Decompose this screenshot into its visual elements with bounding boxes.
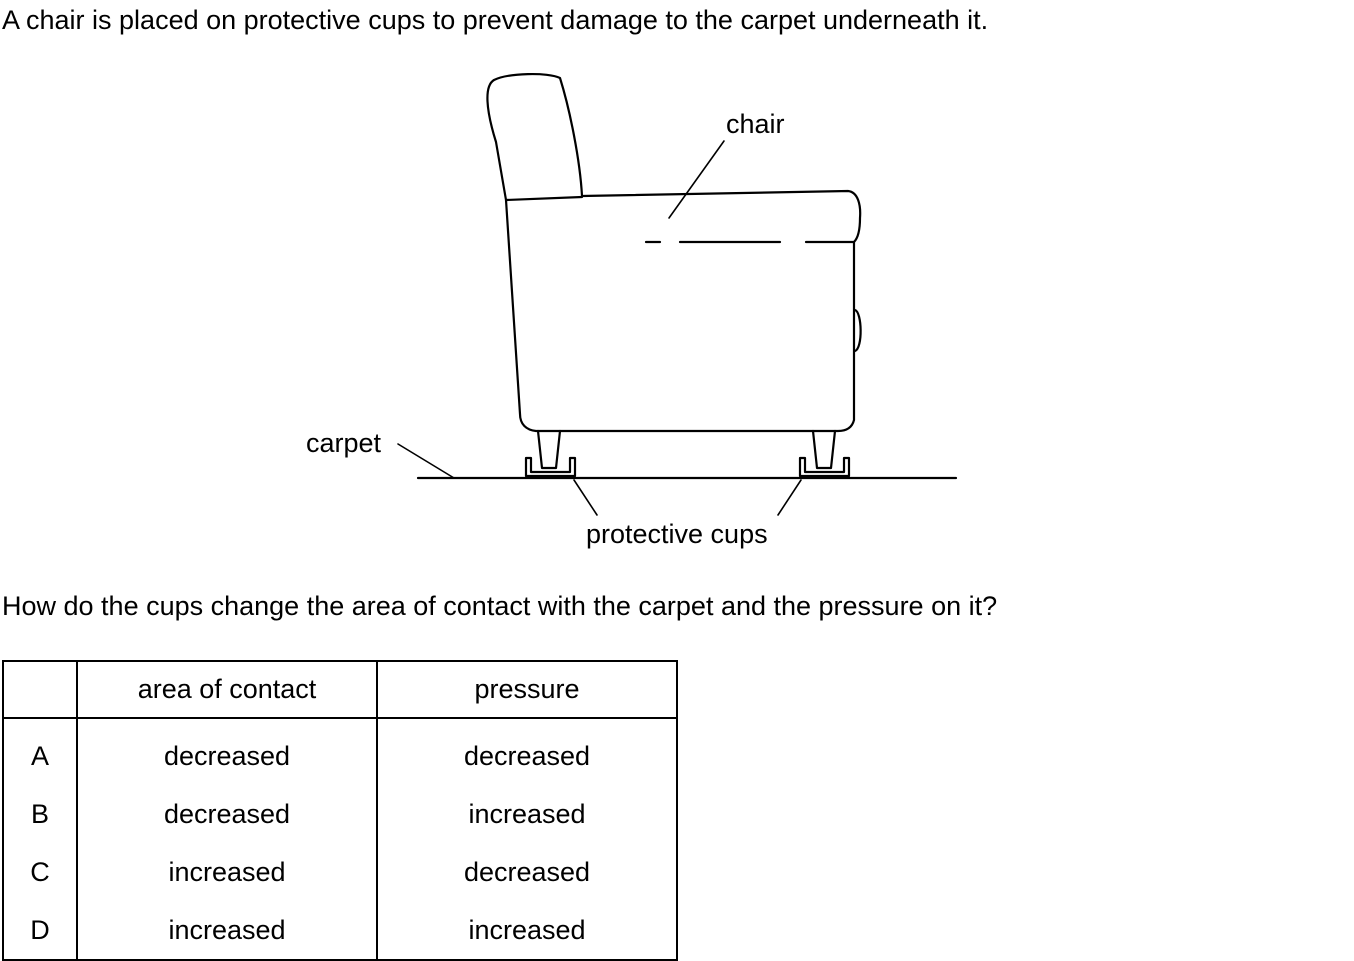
- table-row: A decreased decreased: [2, 718, 678, 785]
- question-text: How do the cups change the area of conta…: [2, 591, 998, 621]
- table-row: B decreased increased: [2, 785, 678, 843]
- cup-leader-back: [777, 479, 802, 516]
- pressure-cell: increased: [376, 785, 678, 843]
- pressure-cell: increased: [376, 901, 678, 961]
- carpet-leader: [397, 443, 455, 479]
- chair-diagram: chair carpet protective cups: [306, 72, 958, 549]
- pressure-cell: decreased: [376, 718, 678, 785]
- carpet-label: carpet: [306, 428, 382, 458]
- area-cell: increased: [76, 843, 378, 901]
- back-cup: [798, 456, 851, 478]
- table-header-row: area of contact pressure: [2, 660, 678, 719]
- option-letter: B: [2, 785, 78, 843]
- intro-text: A chair is placed on protective cups to …: [2, 5, 989, 35]
- back-leg: [811, 429, 837, 470]
- chair-label: chair: [726, 109, 785, 139]
- option-letter: D: [2, 901, 78, 961]
- seat-seam: [504, 195, 584, 202]
- chair-outline: [486, 72, 862, 433]
- cups-label: protective cups: [586, 519, 768, 549]
- answer-table: area of contact pressure A decreased dec…: [2, 660, 678, 961]
- table-row: C increased decreased: [2, 843, 678, 901]
- table-row: D increased increased: [2, 901, 678, 961]
- chair-leader: [668, 140, 725, 219]
- header-area-of-contact: area of contact: [76, 660, 378, 719]
- option-letter: A: [2, 718, 78, 785]
- front-leg: [536, 429, 562, 470]
- area-cell: increased: [76, 901, 378, 961]
- side-handle: [853, 308, 862, 353]
- cup-leader-front: [573, 479, 598, 516]
- pressure-cell: decreased: [376, 843, 678, 901]
- area-cell: decreased: [76, 785, 378, 843]
- header-option: [2, 660, 78, 719]
- header-pressure: pressure: [376, 660, 678, 719]
- option-letter: C: [2, 843, 78, 901]
- area-cell: decreased: [76, 718, 378, 785]
- front-cup: [524, 456, 577, 478]
